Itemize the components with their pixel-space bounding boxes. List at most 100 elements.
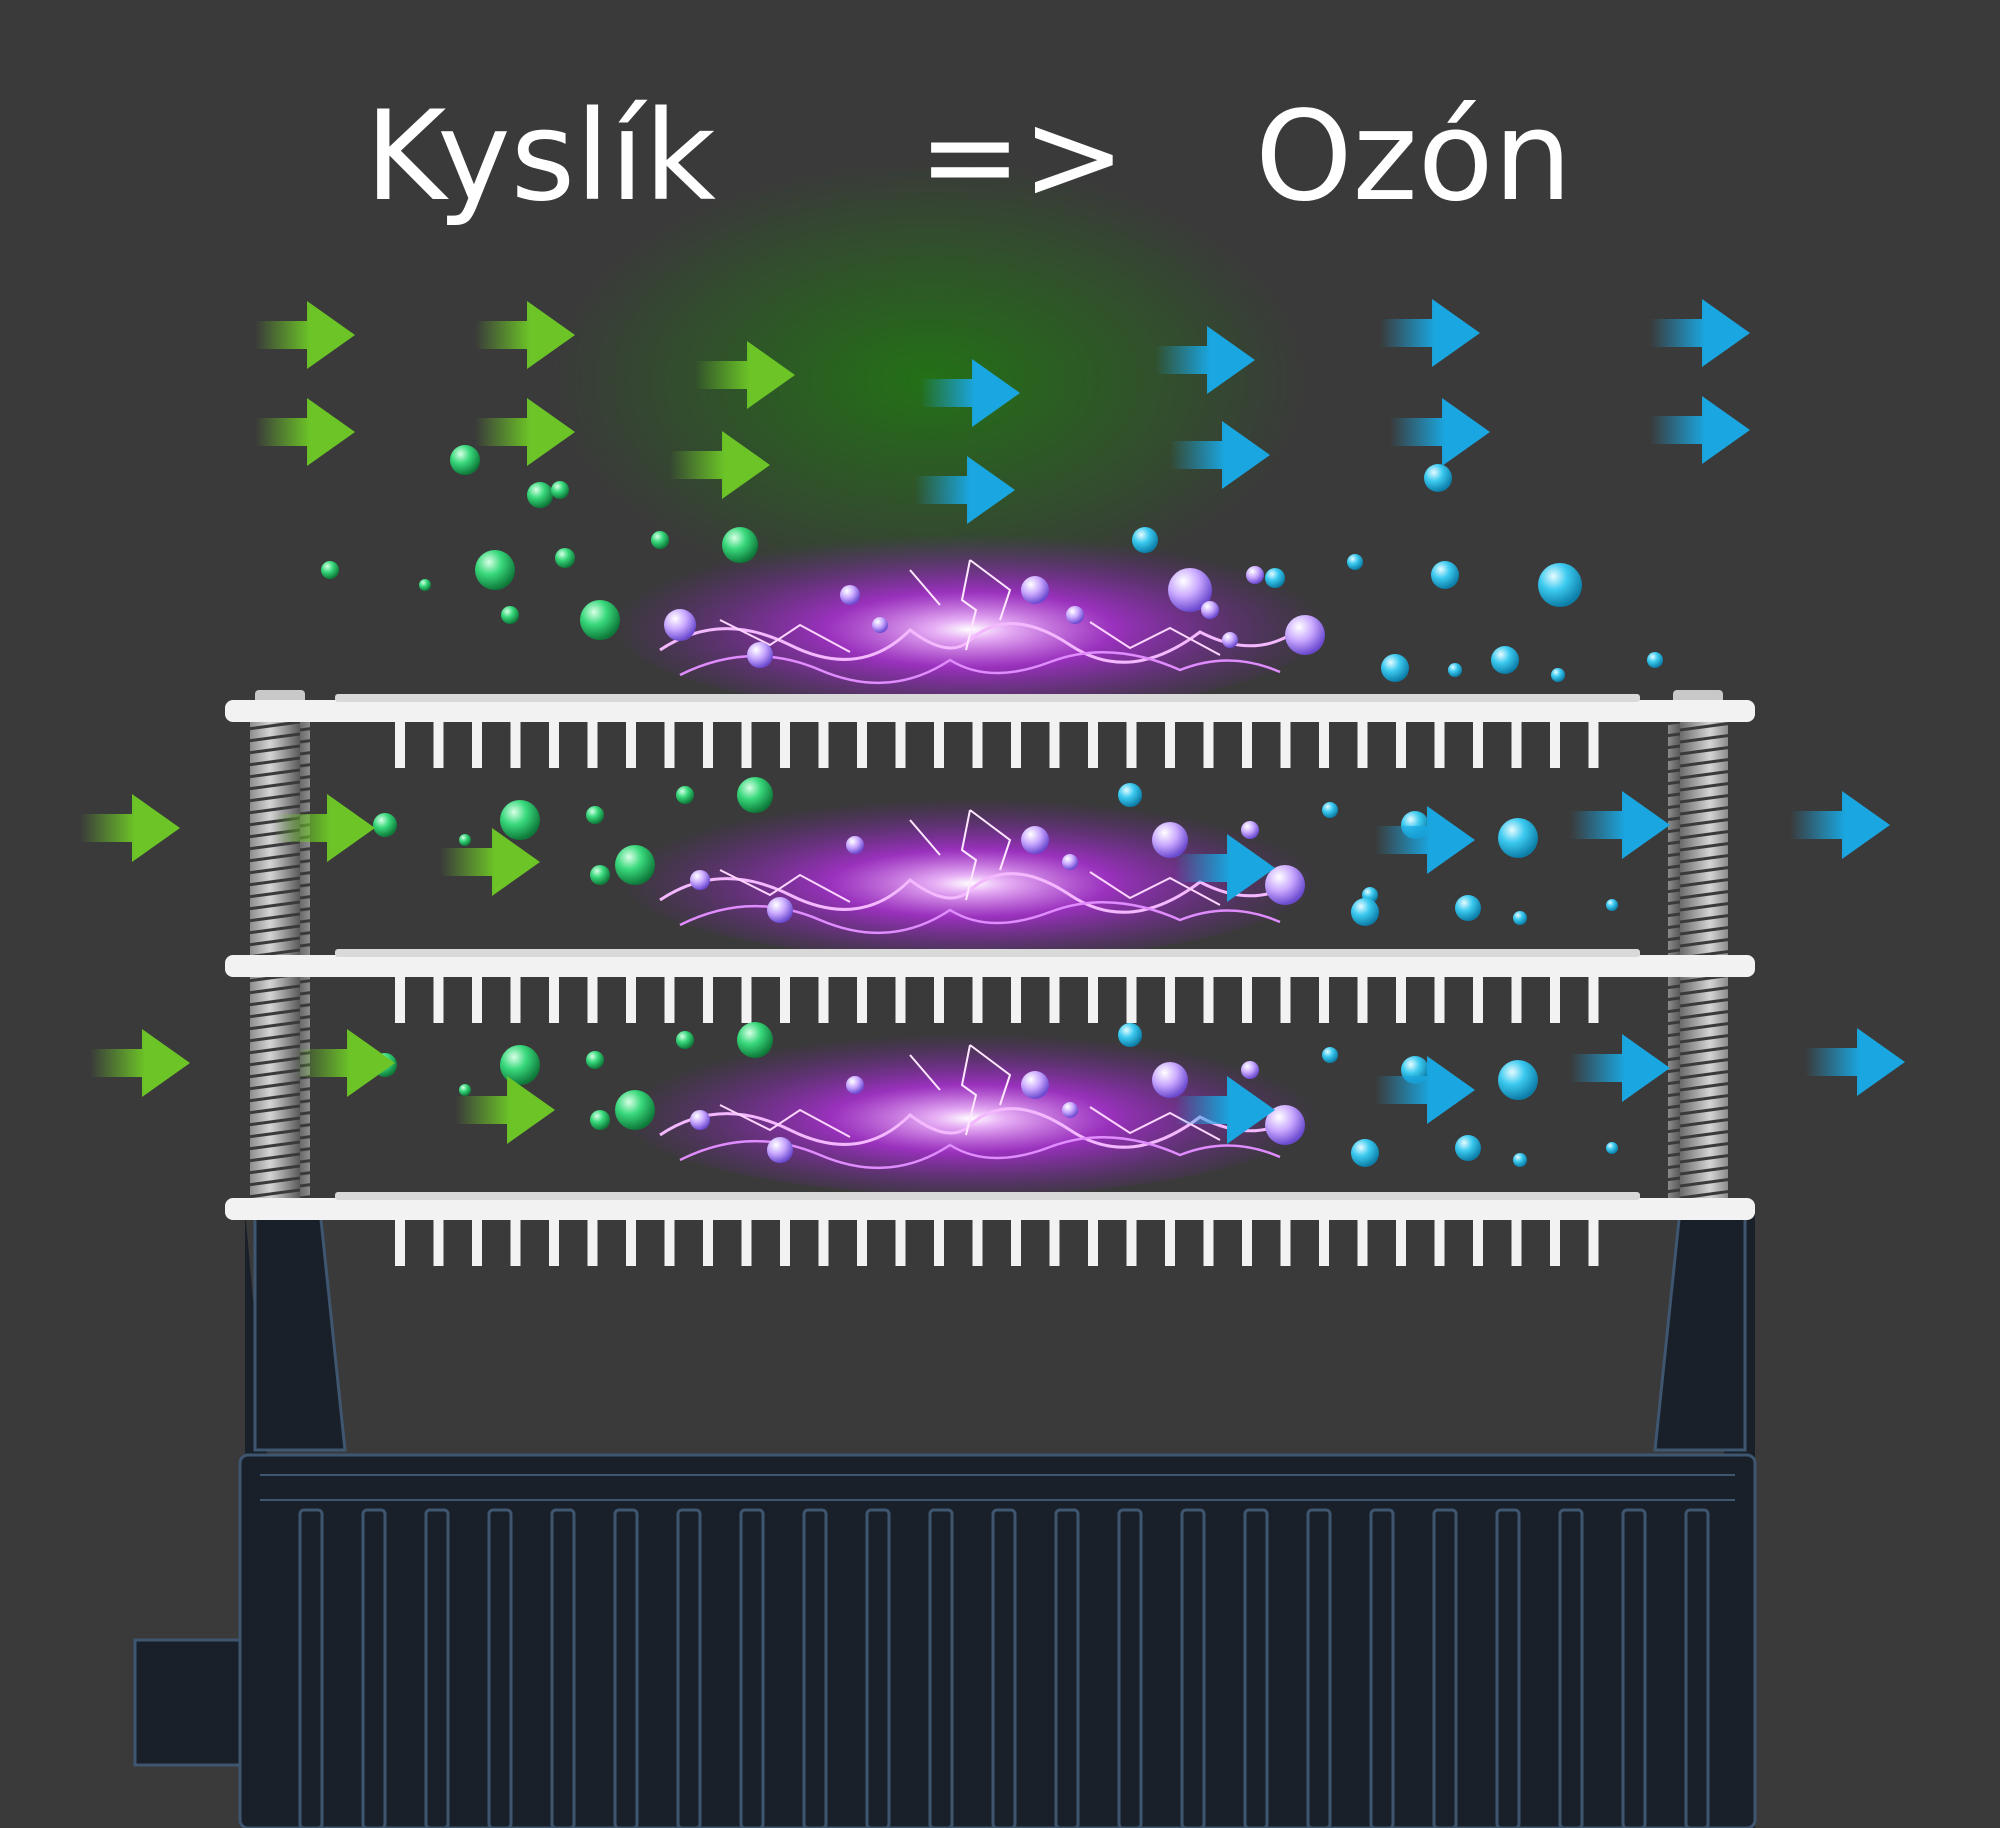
ozone-molecule bbox=[1347, 554, 1363, 570]
plate-tooth bbox=[1126, 973, 1137, 1023]
ozone-flow-arrow bbox=[1805, 1028, 1905, 1096]
ozone-molecule bbox=[1132, 527, 1158, 553]
plate-tooth bbox=[741, 973, 752, 1023]
plate-tooth bbox=[1319, 973, 1329, 1023]
housing-fin bbox=[865, 1508, 891, 1828]
oxygen-molecule bbox=[737, 1022, 773, 1058]
housing-fin bbox=[361, 1508, 387, 1828]
ozone-flow-arrow bbox=[1380, 299, 1480, 367]
plate-tooth bbox=[857, 718, 867, 768]
oxygen-flow-arrow bbox=[80, 794, 180, 862]
plate-tooth bbox=[1011, 718, 1021, 768]
reacting-molecule bbox=[1152, 1062, 1188, 1098]
reacting-molecule bbox=[846, 1076, 864, 1094]
plate-tooth bbox=[703, 718, 713, 768]
housing-fin bbox=[1054, 1508, 1080, 1828]
plate-tooth bbox=[934, 1216, 944, 1266]
plate-tooth bbox=[818, 1216, 829, 1266]
reacting-molecule bbox=[1241, 821, 1259, 839]
plate-tooth bbox=[587, 973, 598, 1023]
plate-tooth bbox=[664, 1216, 675, 1266]
generator-housing bbox=[133, 1200, 1757, 1828]
plate-tooth bbox=[1011, 973, 1021, 1023]
plate-tooth bbox=[1126, 718, 1137, 768]
oxygen-flow-arrow bbox=[255, 398, 355, 466]
plate-tooth bbox=[895, 1216, 906, 1266]
ozone-molecule bbox=[1513, 1153, 1527, 1167]
oxygen-molecule bbox=[501, 606, 519, 624]
plate-tooth bbox=[1511, 1216, 1522, 1266]
reacting-molecule bbox=[690, 870, 710, 890]
housing-fin bbox=[1117, 1508, 1143, 1828]
oxygen-flow-arrow bbox=[255, 301, 355, 369]
reacting-molecule bbox=[1066, 606, 1084, 624]
plate-tooth bbox=[1319, 718, 1329, 768]
plate-tooth bbox=[1357, 1216, 1368, 1266]
ozone-molecule bbox=[1491, 646, 1519, 674]
housing-fin bbox=[487, 1508, 513, 1828]
plate-tooth bbox=[1049, 1216, 1060, 1266]
plate-tooth bbox=[1434, 973, 1445, 1023]
ozone-molecule bbox=[1381, 654, 1409, 682]
plate-tooth bbox=[1242, 1216, 1252, 1266]
plate-tooth bbox=[1550, 718, 1560, 768]
plasma-discharge-1 bbox=[610, 525, 1330, 715]
ozone-molecule bbox=[1647, 652, 1663, 668]
reacting-molecule bbox=[767, 897, 793, 923]
plate-tooth bbox=[1396, 718, 1406, 768]
plate-tooth bbox=[1165, 718, 1175, 768]
housing-fin bbox=[1369, 1508, 1395, 1828]
oxygen-molecule bbox=[615, 1090, 655, 1130]
reacting-molecule bbox=[840, 585, 860, 605]
housing-fin bbox=[739, 1508, 765, 1828]
oxygen-molecule bbox=[651, 531, 669, 549]
plate-tooth bbox=[1357, 973, 1368, 1023]
reacting-molecule bbox=[747, 642, 773, 668]
plate-tooth bbox=[972, 718, 983, 768]
oxygen-molecule bbox=[737, 777, 773, 813]
reacting-molecule bbox=[767, 1137, 793, 1163]
plate-tooth bbox=[1550, 1216, 1560, 1266]
plate-tooth bbox=[1280, 973, 1291, 1023]
plate-tooth bbox=[972, 1216, 983, 1266]
plate-tooth bbox=[626, 718, 636, 768]
housing-fin bbox=[1558, 1508, 1584, 1828]
plate-tooth bbox=[626, 973, 636, 1023]
plate-tooth bbox=[1203, 973, 1214, 1023]
reacting-molecule bbox=[1246, 566, 1264, 584]
plate-tooth bbox=[433, 973, 444, 1023]
oxygen-molecule bbox=[722, 527, 758, 563]
ozone-molecule bbox=[1118, 783, 1142, 807]
plate-tooth bbox=[1088, 718, 1098, 768]
ozone-molecule bbox=[1351, 1139, 1379, 1167]
reacting-molecule bbox=[664, 609, 696, 641]
oxygen-molecule bbox=[475, 550, 515, 590]
plate-tooth bbox=[626, 1216, 636, 1266]
plate-tooth bbox=[934, 973, 944, 1023]
reacting-molecule bbox=[1222, 632, 1238, 648]
oxygen-flow-arrow bbox=[455, 1076, 555, 1144]
title-ozone: Ozón bbox=[1255, 85, 1573, 229]
reacting-molecule bbox=[1265, 1105, 1305, 1145]
plate-tooth bbox=[472, 718, 482, 768]
electrode-plate-1 bbox=[225, 694, 1755, 768]
plate-tooth bbox=[895, 973, 906, 1023]
plate-tooth bbox=[433, 1216, 444, 1266]
reacting-molecule bbox=[846, 836, 864, 854]
oxygen-molecule bbox=[555, 548, 575, 568]
plate-tooth bbox=[1319, 1216, 1329, 1266]
ozone-molecule bbox=[1513, 911, 1527, 925]
plate-tooth bbox=[1165, 973, 1175, 1023]
plate-tooth bbox=[587, 1216, 598, 1266]
plate-tooth bbox=[972, 973, 983, 1023]
reacting-molecule bbox=[1168, 568, 1212, 612]
ozone-molecule bbox=[1498, 818, 1538, 858]
title-oxygen: Kyslík bbox=[365, 85, 716, 229]
oxygen-molecule bbox=[419, 579, 431, 591]
plate-tooth bbox=[1088, 1216, 1098, 1266]
plate-tooth bbox=[664, 718, 675, 768]
reacting-molecule bbox=[1021, 826, 1049, 854]
plate-tooth bbox=[472, 1216, 482, 1266]
ozone-molecule bbox=[1118, 1023, 1142, 1047]
plate-tooth bbox=[1511, 973, 1522, 1023]
